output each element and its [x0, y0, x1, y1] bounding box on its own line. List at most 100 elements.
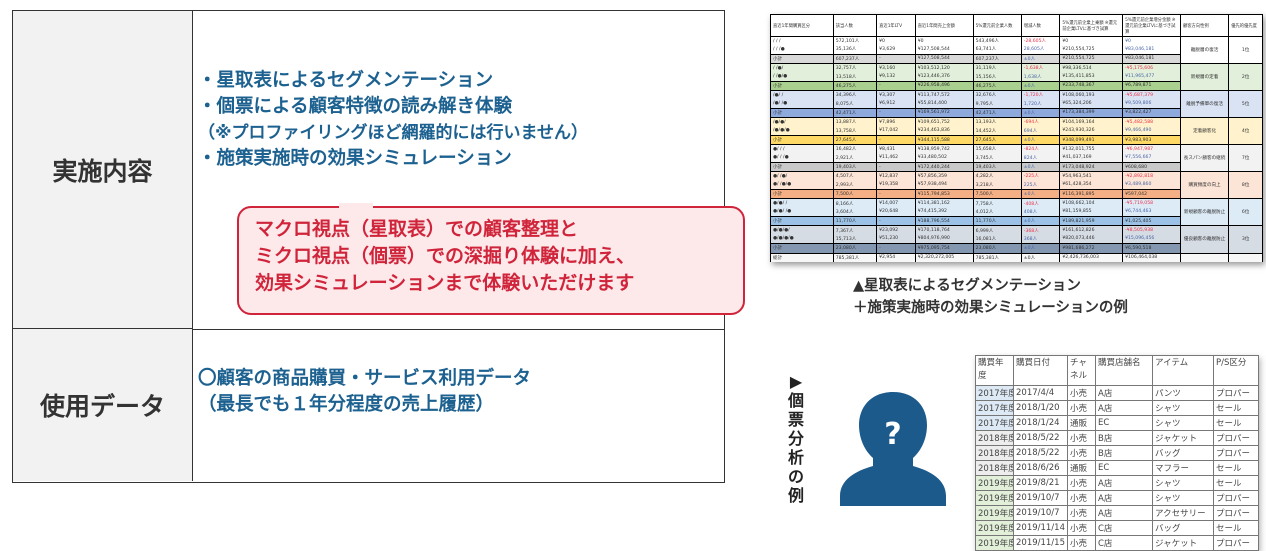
- callout-tail-mask: [339, 203, 373, 209]
- star-cell: ¥65,324,206: [1059, 99, 1124, 109]
- star-cell: ±0人: [1020, 243, 1061, 254]
- star-cell: 32,757人: [832, 63, 878, 73]
- star-priority: 1位: [1228, 36, 1263, 65]
- star-cell: ¥6,744,463: [1122, 207, 1181, 217]
- star-cell: 3,218人: [972, 180, 1022, 190]
- individual-cell: A店: [1095, 505, 1153, 521]
- star-cell: 19,403人: [972, 161, 1022, 173]
- star-cell: -¥5,719,058: [1122, 198, 1181, 208]
- individual-cell: 小売: [1067, 385, 1096, 401]
- star-cell: ¥135,411,853: [1059, 72, 1124, 82]
- star-header-cell: 直近1年間購買区分: [770, 14, 834, 37]
- implementation-item: ・個票による顧客特徴の読み解き体験: [198, 96, 512, 117]
- star-direction: 離脱層の復活: [1179, 36, 1230, 65]
- individual-cell: 2019年度: [975, 475, 1014, 491]
- star-cell: ¥116,391,895: [1059, 188, 1124, 200]
- individual-cell: シャツ: [1152, 415, 1214, 431]
- star-cell: ±0人: [1020, 215, 1061, 227]
- star-cell: ¥243,930,326: [1059, 126, 1124, 136]
- star-cell: 13,887人: [832, 117, 878, 127]
- star-cell: 14,452人: [972, 126, 1022, 136]
- star-cell: 3,604人: [832, 207, 878, 217]
- star-cell: 19,403人: [832, 161, 878, 173]
- star-cell: [1179, 253, 1230, 262]
- individual-cell: 2017/4/4: [1013, 385, 1068, 401]
- individual-cell: 2018年度: [975, 460, 1014, 476]
- star-cell: ¥170,118,764: [914, 225, 974, 235]
- star-cell: ¥597,042: [1122, 188, 1181, 200]
- star-cell: 32,676人: [972, 90, 1022, 100]
- star-cell: ¥233,748,367: [1059, 80, 1124, 92]
- star-cell: 368人: [1020, 234, 1061, 244]
- star-cell: 7,367人: [832, 225, 878, 235]
- implementation-label: 実施内容: [13, 11, 193, 329]
- star-cell: 23,080人: [972, 243, 1022, 254]
- individual-cell: 2019/11/14: [1013, 520, 1068, 536]
- star-cell: 8,075人: [832, 99, 878, 109]
- star-cell: -225人: [1020, 171, 1061, 181]
- star-cell: ¥83,046,181: [1122, 45, 1181, 55]
- individual-cell: セール: [1213, 475, 1259, 491]
- star-cell: 1,638人: [1020, 72, 1061, 82]
- star-cell: ●/●/ /●: [770, 207, 834, 217]
- implementation-list: ・星取表によるセグメンテーション ・個票による顧客特徴の読み解き体験 （※プロフ…: [198, 68, 588, 172]
- individual-cell: 2019年度: [975, 490, 1014, 506]
- star-cell: 694人: [1020, 126, 1061, 136]
- individual-cell: セール: [1213, 400, 1259, 416]
- star-cell: ¥138,959,742: [914, 144, 974, 154]
- individual-cell: バッグ: [1152, 445, 1214, 461]
- star-cell: 11,770人: [832, 215, 878, 227]
- star-cell: 607,237人: [972, 53, 1022, 65]
- star-cell: ¥114,381,162: [914, 198, 974, 208]
- star-cell: -¥5,175,606: [1122, 63, 1181, 73]
- star-cell: 7,500人: [972, 188, 1022, 200]
- star-direction: 定着顧客化: [1179, 117, 1230, 146]
- star-cell: 11,770人: [972, 215, 1022, 227]
- star-cell: 6,999人: [972, 225, 1022, 235]
- star-cell: / /●/●: [770, 72, 834, 82]
- star-cell: 9,795人: [972, 99, 1022, 109]
- star-cell: ¥173,384,399: [1059, 107, 1124, 119]
- individual-cell: プロパー: [1213, 505, 1259, 521]
- star-cell: / / /: [770, 36, 834, 46]
- star-cell: 31,119人: [972, 63, 1022, 73]
- star-priority: 3位: [1228, 225, 1263, 254]
- individual-cell: C店: [1095, 520, 1153, 536]
- star-cell: 225人: [1020, 180, 1061, 190]
- star-cell: ¥6,590,518: [1122, 243, 1181, 254]
- data-list: 〇顧客の商品購買・サービス利用データ （最長でも１年分程度の売上履歴）: [198, 366, 531, 418]
- star-cell: 15,156人: [972, 72, 1022, 82]
- individual-cell: 通販: [1067, 415, 1096, 431]
- star-cell: ¥12,837: [876, 171, 916, 181]
- star-cell: 16,482人: [832, 144, 878, 154]
- individual-cell: EC: [1095, 460, 1153, 476]
- star-cell: ¥113,747,572: [914, 90, 974, 100]
- star-header-cell: 直近1年間売上金額: [914, 14, 974, 37]
- svg-text:?: ?: [884, 417, 901, 452]
- star-cell: ¥83,046,181: [1122, 53, 1181, 65]
- star-cell: ¥210,554,725: [1059, 45, 1124, 55]
- star-cell: ¥61,428,354: [1059, 180, 1124, 190]
- star-cell: ●/●/●/: [770, 225, 834, 235]
- star-cell: 27,645人: [972, 134, 1022, 146]
- star-cell: ¥19,358: [876, 180, 916, 190]
- star-cell: ¥108,060,193: [1059, 90, 1124, 100]
- star-cell: ¥3,822,427: [1122, 107, 1181, 119]
- star-cell: -824人: [1020, 144, 1061, 154]
- star-cell: / / /●: [770, 45, 834, 55]
- star-cell: /●/●/●: [770, 126, 834, 136]
- star-cell: ●/ / /●: [770, 153, 834, 163]
- implementation-item: （※プロファイリングほど網羅的には行いません）: [198, 123, 589, 143]
- star-cell: ¥348,099,491: [1059, 134, 1124, 146]
- star-cell: ¥54,963,541: [1059, 171, 1124, 181]
- star-cell: 785,381人: [972, 253, 1022, 262]
